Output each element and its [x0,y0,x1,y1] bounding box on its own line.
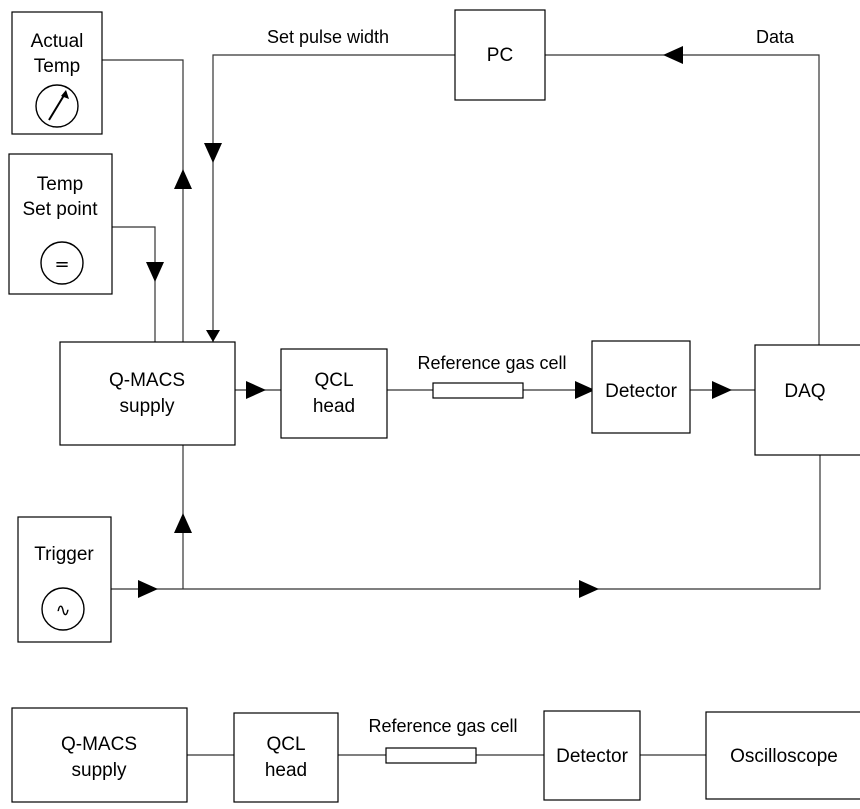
lower-qcl-head-box: QCL head [233,712,339,803]
lower-detector-label: Detector [556,746,628,767]
qcl-label-1: QCL [314,370,353,391]
arrow-set-pulse-end [206,330,220,342]
arrow-set-pulse-down [204,143,222,163]
wire-data [545,54,820,345]
lower-detector-box: Detector [543,710,641,801]
set-pulse-width-label: Set pulse width [267,27,389,47]
pc-label: PC [487,45,513,66]
qmacs-label-2: supply [120,396,175,417]
actual-temp-label-1: Actual [31,31,84,52]
wires [102,54,821,590]
temp-set-point-label-1: Temp [37,174,83,195]
qmacs-box: Q-MACS supply [59,341,236,446]
wire-actual-temp [102,59,184,342]
sine-wave-icon: ∿ [41,587,85,631]
actual-temp-label-2: Temp [34,56,80,77]
qmacs-label-1: Q-MACS [109,370,185,391]
reference-gas-cell: Reference gas cell [417,353,567,399]
equals-symbol: = [54,254,69,275]
lower-reference-gas-cell: Reference gas cell [368,716,518,764]
arrow-gascell-detector [575,381,595,399]
arrow-data-left [663,46,683,64]
lower-qcl-label-1: QCL [266,734,305,755]
wire-temp-setpoint [112,226,156,342]
arrow-actual-temp-up [174,169,192,189]
oscilloscope-box: Oscilloscope [705,711,860,800]
arrow-trigger-right [138,580,158,598]
gas-cell-label: Reference gas cell [417,353,566,373]
wire-trigger-daq [111,455,821,590]
lower-gas-cell-label: Reference gas cell [368,716,517,736]
lower-qcl-label-2: head [265,760,307,781]
wire-set-pulse-width [212,54,455,342]
daq-box: DAQ [754,344,860,456]
detector-label: Detector [605,381,677,402]
trigger-box: Trigger ∿ [17,516,112,643]
arrow-trigger-qmacs-up [174,513,192,533]
arrow-qmacs-qcl [246,381,266,399]
daq-label: DAQ [784,381,825,402]
temp-set-point-box: Temp Set point = [8,153,113,295]
pc-box: PC [454,9,546,101]
data-label: Data [756,27,795,47]
actual-temp-box: Actual Temp [11,11,103,135]
lower-qmacs-box: Q-MACS supply [11,707,188,803]
lower-qmacs-label-2: supply [72,760,127,781]
detector-box: Detector [591,340,691,434]
sine-symbol: ∿ [55,600,70,621]
arrow-trigger-daq-right [579,580,599,598]
qcl-label-2: head [313,396,355,417]
arrow-setpoint-down [146,262,164,282]
oscilloscope-label: Oscilloscope [730,746,838,767]
arrow-detector-daq [712,381,732,399]
temp-set-point-label-2: Set point [23,199,99,220]
equals-icon: = [40,241,84,285]
trigger-label: Trigger [34,544,94,565]
arrowheads [138,46,732,598]
lower-qmacs-label-1: Q-MACS [61,734,137,755]
gauge-icon [35,84,79,128]
qcl-head-box: QCL head [280,348,388,439]
